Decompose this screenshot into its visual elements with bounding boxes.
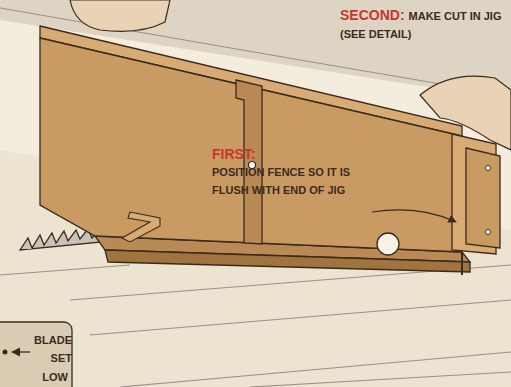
screw — [486, 166, 491, 171]
fence-edge — [461, 252, 463, 275]
callout-arrow — [12, 351, 30, 352]
note: BLADE SET LOW — [30, 330, 72, 385]
jig-base-edge — [105, 250, 470, 272]
leader-line — [372, 210, 456, 222]
stop-block — [122, 212, 160, 242]
note: SECOND:MAKE CUT IN JIG (SEE DETAIL) — [340, 6, 505, 43]
note: FIRST: POSITION FENCE SO IT IS FLUSH WITH… — [212, 146, 372, 199]
instruction-text: BLADE SET LOW — [34, 334, 72, 383]
table-slots — [0, 8, 511, 387]
screw — [486, 230, 491, 235]
finger-hole — [377, 233, 399, 255]
instruction-text: POSITION FENCE SO IT IS FLUSH WITH END O… — [212, 166, 350, 196]
jig-fence — [40, 38, 462, 252]
step-heading: SECOND: — [340, 7, 405, 23]
callout-box — [0, 322, 72, 387]
fence-plate — [466, 148, 500, 248]
left-hand — [70, 0, 170, 31]
step-heading: FIRST: — [212, 146, 368, 162]
blade-dot — [3, 350, 8, 355]
